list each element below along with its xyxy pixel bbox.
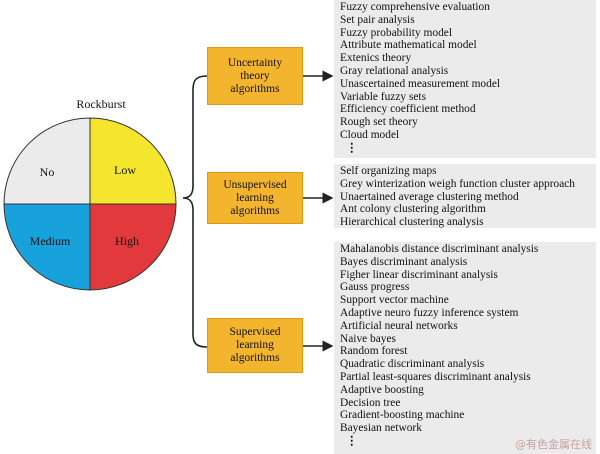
algorithm-item: Quadratic discriminant analysis [340, 358, 485, 371]
unsupervised-learning-box: Unsupervised learning algorithms [207, 172, 303, 224]
algorithm-item: Mahalanobis distance discriminant analys… [340, 243, 539, 255]
algorithm-item: Random forest [340, 345, 408, 358]
algorithm-item: Figher linear discriminant analysis [340, 268, 498, 281]
algorithm-item: Bayesian network [340, 422, 422, 435]
more-indicator: ⋮ [346, 434, 358, 447]
algorithm-item: Ant colony clustering algorithm [340, 203, 486, 216]
algorithm-item: Attribute mathematical model [340, 39, 477, 52]
quadrant-medium-label: Medium [29, 234, 71, 248]
quadrant-high [89, 203, 177, 291]
more-indicator: ⋮ [346, 141, 358, 154]
algorithm-item: Decision tree [340, 396, 401, 409]
quadrant-high-label: High [115, 234, 139, 248]
supervised-learning-box: Supervised learning algorithms [207, 318, 303, 373]
algorithm-item: Variable fuzzy sets [340, 90, 427, 103]
quadrant-no [3, 117, 91, 205]
pie-title: Rockburst [76, 97, 126, 111]
uncertainty-theory-box: Uncertainty theory algorithms [207, 47, 303, 105]
algorithm-item: Gauss progress [340, 281, 410, 294]
watermark: @有色金属在线 [515, 438, 592, 451]
algorithm-item: Support vector machine [340, 294, 449, 307]
algorithm-item: Gradient-boosting machine [340, 409, 465, 422]
algorithm-item: Adaptive neuro fuzzy inference system [340, 306, 519, 319]
algorithm-item: Unascertained measurement model [340, 77, 501, 90]
algorithm-item: Extenics theory [340, 52, 412, 65]
curly-brace [182, 75, 208, 348]
algorithm-item: Partial least-squares discriminant analy… [340, 370, 531, 383]
quadrant-no-label: No [39, 165, 55, 179]
algorithm-item: Grey winterization weigh function cluste… [340, 177, 576, 190]
supervised-algorithm-list: Mahalanobis distance discriminant analys… [334, 242, 596, 454]
algorithm-item: Fuzzy comprehensive evaluation [340, 1, 490, 13]
algorithm-item: Rough set theory [340, 116, 418, 129]
quadrant-low [89, 117, 177, 205]
algorithm-item: Set pair analysis [340, 13, 415, 26]
algorithm-item: Bayes discriminant analysis [340, 255, 468, 268]
algorithm-item: Hierarchical clustering analysis [340, 216, 484, 229]
algorithm-item: Artificial neural networks [340, 319, 458, 332]
quadrant-low-label: Low [114, 163, 136, 177]
algorithm-item: Fuzzy probability model [340, 26, 452, 39]
algorithm-item: Adaptive boosting [340, 383, 424, 396]
algorithm-item: Self organizing maps [340, 165, 437, 177]
rockburst-pie [3, 117, 177, 291]
algorithm-item: Cloud model [340, 128, 400, 141]
algorithm-item: Naive bayes [340, 332, 396, 345]
algorithm-item: Gray relational analysis [340, 64, 449, 77]
algorithm-item: Unaertained average clustering method [340, 190, 519, 203]
algorithm-item: Efficiency coefficient method [340, 103, 476, 116]
quadrant-medium [3, 203, 91, 291]
